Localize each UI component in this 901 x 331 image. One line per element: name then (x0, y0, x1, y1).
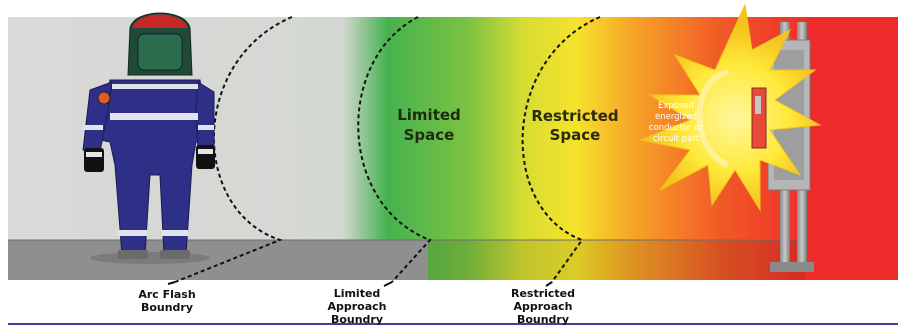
limited-approach-label-line1: Limited (333, 287, 381, 300)
leg-stripe-right (162, 230, 188, 236)
hazard-line-4: circuit part (653, 134, 700, 144)
arc-flash-label-line1: Arc Flash (138, 288, 196, 301)
conductor-part (755, 96, 761, 114)
suit-arm-right (195, 81, 215, 151)
limited-approach-boundary-line (357, 16, 432, 283)
restricted-approach-pointer (545, 281, 553, 287)
limited-space-label-line2: Space (404, 126, 455, 144)
limited-approach-boundary-label: Limited Approach Boundry (312, 287, 402, 326)
limited-approach-pointer (383, 281, 393, 287)
worker-in-arc-flash-suit (82, 12, 215, 264)
arc-flash-label-line2: Boundry (140, 301, 194, 314)
arc-flash-pointer (167, 281, 176, 285)
arm-stripe-right (198, 125, 214, 130)
restricted-approach-boundary-label: Restricted Approach Boundry (493, 287, 593, 326)
leg-stripe-left (117, 230, 147, 236)
restricted-approach-label-line1: Restricted (510, 287, 576, 300)
pole-base (770, 262, 814, 272)
glove-right-cuff (198, 149, 213, 154)
hazard-line-2: energized (655, 112, 697, 122)
hood-top (132, 14, 188, 28)
worker-shadow (90, 252, 210, 264)
suit-badge-icon (97, 91, 111, 105)
limited-space-label-line1: Limited (397, 106, 461, 124)
shoulder-stripe (112, 84, 198, 89)
glove-right (196, 145, 215, 169)
danger-zone (805, 17, 898, 280)
limited-approach-label-line2: Approach (327, 300, 387, 313)
glove-left (84, 148, 104, 172)
face-shield (137, 33, 183, 71)
boot-right (160, 250, 190, 259)
glove-left-cuff (86, 152, 102, 157)
glow-arc (696, 69, 730, 168)
arc-flash-boundary-label: Arc Flash Boundry (122, 288, 212, 314)
restricted-space-label-line2: Space (550, 126, 601, 144)
spark-icon (638, 3, 822, 212)
chest-stripe (110, 113, 198, 120)
arc-flash-burst: Exposed energized conductor or circuit p… (638, 3, 822, 212)
hazard-line-1: Exposed (658, 101, 694, 111)
limited-approach-label-line3: Boundry (330, 313, 384, 326)
restricted-approach-label-line2: Approach (513, 300, 573, 313)
boot-left (118, 250, 148, 259)
floor-shadow-left (8, 240, 428, 280)
arm-stripe-left (83, 125, 103, 130)
restricted-space-label-line1: Restricted (531, 107, 618, 125)
hazard-line-3: conductor or (649, 123, 704, 133)
restricted-approach-boundary-line (521, 16, 601, 283)
restricted-approach-label-line3: Boundry (516, 313, 570, 326)
